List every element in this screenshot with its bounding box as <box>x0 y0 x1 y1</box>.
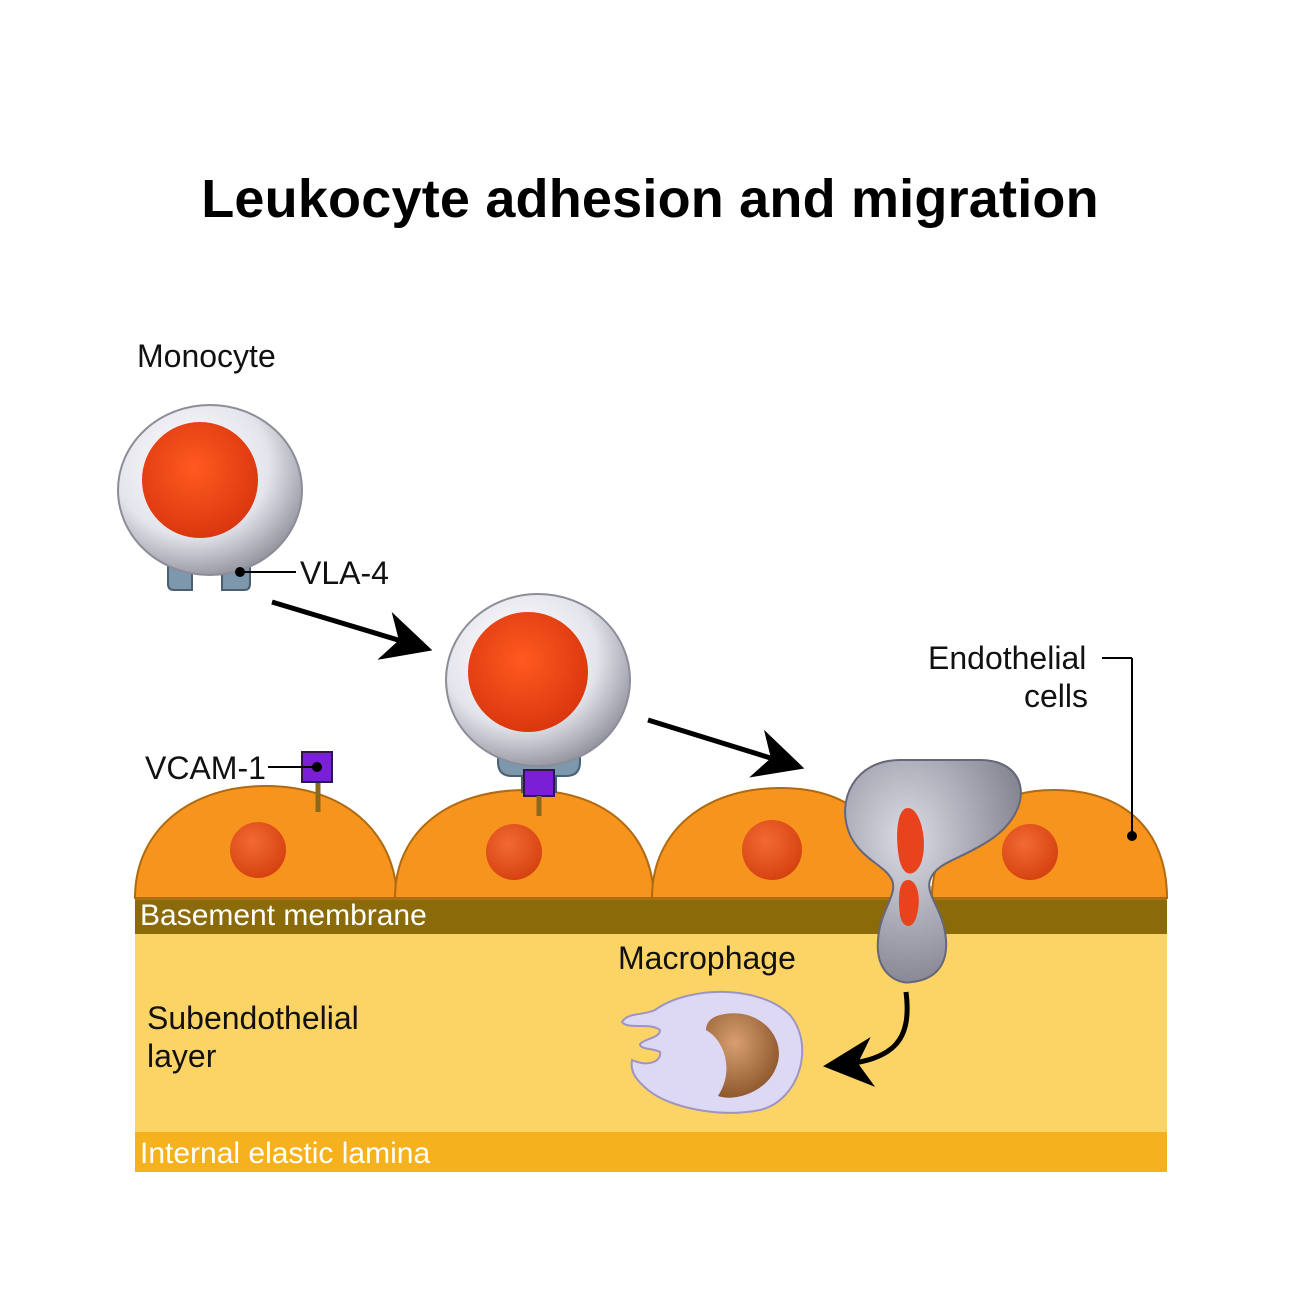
monocyte-nucleus <box>142 422 258 538</box>
label-vla4: VLA-4 <box>300 555 389 591</box>
label-subendothelial: Subendothelial <box>147 1000 359 1036</box>
endothelial-nucleus <box>486 824 542 880</box>
label-subendothelial-layer: layer <box>147 1038 216 1074</box>
diagram-title: Leukocyte adhesion and migration <box>0 168 1300 230</box>
endothelial-nucleus <box>742 820 802 880</box>
vcam1-leader <box>268 762 322 772</box>
arrow-monocyte-to-adhesion <box>272 602 418 646</box>
label-endothelial-cells: cells <box>1024 678 1088 714</box>
label-macrophage: Macrophage <box>618 940 796 976</box>
label-basement-membrane: Basement membrane <box>140 898 427 934</box>
adhering-monocyte-nucleus <box>468 612 588 732</box>
endothelial-cell-2 <box>395 790 654 898</box>
monocyte-cell <box>118 405 302 590</box>
endothelial-cell-1 <box>135 786 397 898</box>
label-endothelial: Endothelial <box>928 640 1086 676</box>
label-monocyte: Monocyte <box>137 338 276 374</box>
arrow-adhesion-to-migration <box>648 720 790 764</box>
endothelial-nucleus <box>1002 824 1058 880</box>
label-vcam1: VCAM-1 <box>145 750 266 786</box>
adhering-monocyte <box>446 594 630 816</box>
label-internal-elastic-lamina: Internal elastic lamina <box>140 1136 430 1172</box>
endothelial-nucleus <box>230 822 286 878</box>
